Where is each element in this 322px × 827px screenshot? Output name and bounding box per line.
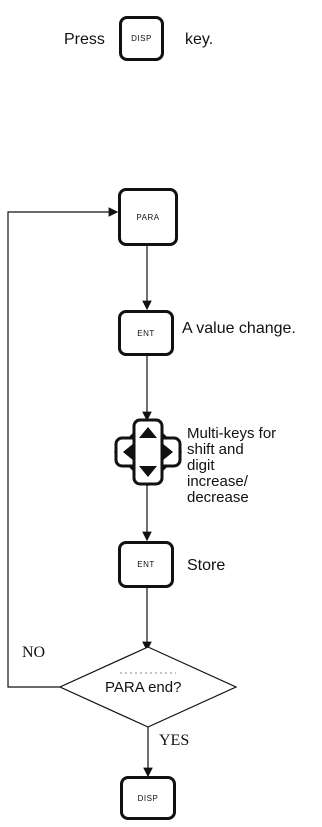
ent-key-2[interactable]: ENT <box>118 541 174 588</box>
right-arrow-icon <box>162 443 173 461</box>
multikeys-note-line-2: shift and <box>187 441 244 458</box>
multi-keys-icon[interactable] <box>114 418 182 486</box>
disp-key-end-label: DISP <box>137 793 159 803</box>
store-note: Store <box>187 557 226 574</box>
ent-key-1[interactable]: ENT <box>118 310 174 356</box>
yes-label: YES <box>159 732 190 749</box>
instruction-suffix: key. <box>185 31 214 48</box>
ent-key-1-label: ENT <box>137 328 155 338</box>
down-arrow-icon <box>139 466 157 477</box>
multikeys-note-line-3: digit <box>187 457 215 474</box>
left-arrow-icon <box>123 443 134 461</box>
para-key-label: PARA <box>136 212 160 222</box>
disp-key-end[interactable]: DISP <box>120 776 176 820</box>
no-label: NO <box>22 644 46 661</box>
ent-key-2-label: ENT <box>137 560 155 569</box>
no-loop-line <box>7 207 119 688</box>
disp-key-top[interactable]: DISP <box>119 16 164 61</box>
up-arrow-icon <box>139 427 157 438</box>
multikeys-note-line-1: Multi-keys for <box>187 425 277 442</box>
multikeys-note: Multi-keys for shift and digit increase/… <box>187 426 276 506</box>
ent-note: A value change. <box>182 320 296 337</box>
para-key[interactable]: PARA <box>118 188 178 246</box>
disp-key-top-label: DISP <box>131 34 152 43</box>
instruction-prefix: Press <box>64 31 105 48</box>
multikeys-note-line-5: decrease <box>187 489 249 506</box>
multikeys-note-line-4: increase/ <box>187 473 248 490</box>
decision-text: PARA end? <box>105 679 182 696</box>
